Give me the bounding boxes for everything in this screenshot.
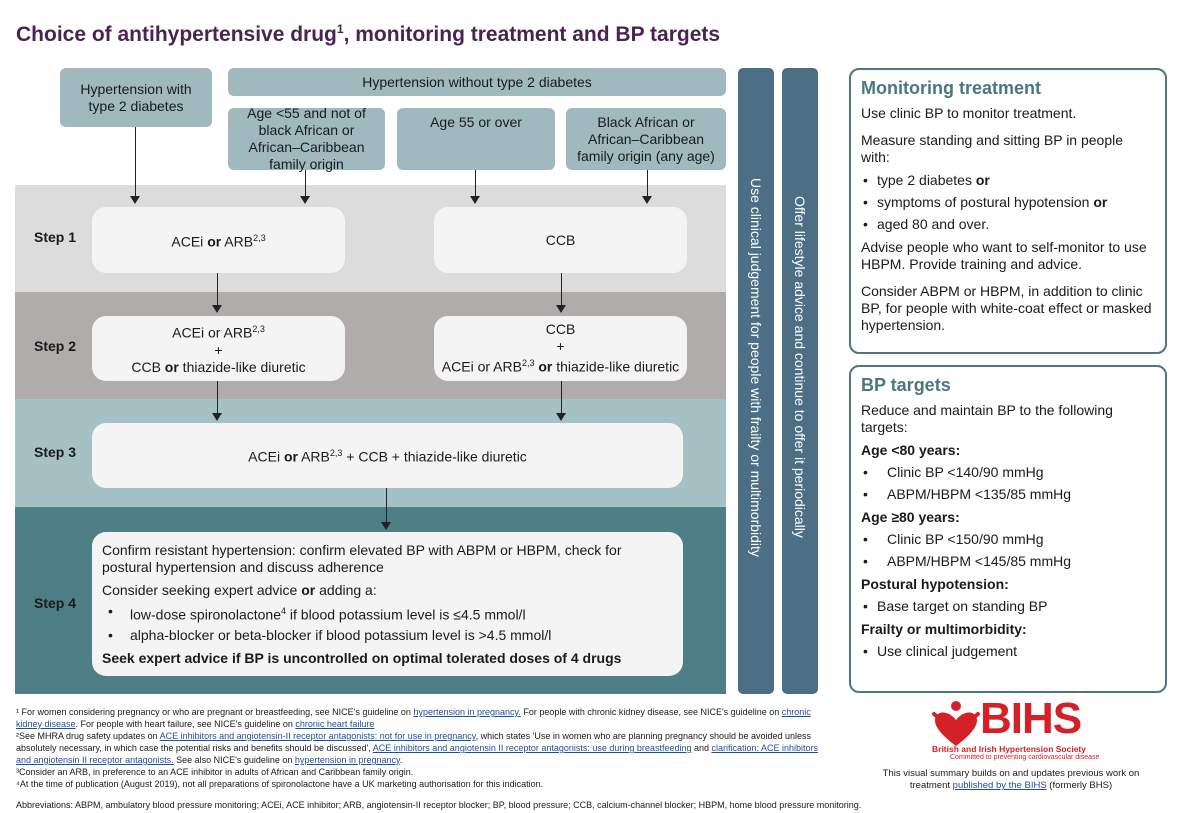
targets-subheading: Frailty or multimorbidity: xyxy=(861,621,1027,637)
list-item: ABPM/HBPM <135/85 mmHg xyxy=(861,486,1155,503)
clinical-judgement-text: Use clinical judgement for people with f… xyxy=(748,178,764,557)
list-item: alpha-blocker or beta-blocker if blood p… xyxy=(102,627,673,644)
arrow-down-icon xyxy=(212,413,222,421)
box-age-under-55: Age <55 and not of black African or Afri… xyxy=(228,105,385,172)
page-title: Choice of antihypertensive drug1, monito… xyxy=(16,22,721,46)
bihs-logo: BIHS British and Irish Hypertension Soci… xyxy=(928,694,1128,761)
connector-line xyxy=(475,170,476,197)
monitoring-text: Use clinic BP to monitor treatment. xyxy=(861,105,1077,121)
bihs-tagline: Committed to preventing cardiovascular d… xyxy=(950,754,1100,761)
box-black-african: Black African or African–Caribbean famil… xyxy=(566,108,726,170)
connector-line xyxy=(135,127,136,197)
footnote-4: ⁴At the time of publication (August 2019… xyxy=(16,779,544,789)
step4-box: Confirm resistant hypertension: confirm … xyxy=(92,532,683,676)
list-item: Clinic BP <140/90 mmHg xyxy=(861,464,1155,481)
arrow-down-icon xyxy=(300,196,310,204)
link-published-by-bihs[interactable]: published by the BIHS xyxy=(952,780,1047,791)
arrow-down-icon xyxy=(212,305,222,313)
footnote-2: ²See MHRA drug safety updates on ACE inh… xyxy=(16,731,819,765)
footnote-1: ¹ For women considering pregnancy or who… xyxy=(16,707,811,729)
footnotes: ¹ For women considering pregnancy or who… xyxy=(16,706,826,790)
step1-label: Step 1 xyxy=(34,229,77,245)
abbreviations: Abbreviations: ABPM, ambulatory blood pr… xyxy=(16,800,862,810)
list-item: low-dose spironolactone4 if blood potass… xyxy=(102,603,673,624)
link-chronic-heart-failure[interactable]: chronic heart failure xyxy=(295,719,375,729)
step1-ccb-box: CCB xyxy=(434,207,687,273)
box-age-55-over: Age 55 or over xyxy=(397,108,555,170)
monitoring-text: Measure standing and sitting BP in peopl… xyxy=(861,132,1124,165)
connector-line xyxy=(647,170,648,197)
list-item: Clinic BP <150/90 mmHg xyxy=(861,531,1155,548)
lifestyle-advice-bar: Offer lifestyle advice and continue to o… xyxy=(782,68,818,694)
bp-targets-panel: BP targets Reduce and maintain BP to the… xyxy=(849,365,1167,693)
targets-subheading: Age <80 years: xyxy=(861,442,961,458)
monitoring-text: Consider ABPM or HBPM, in addition to cl… xyxy=(861,283,1152,333)
link-mhra-clarification[interactable]: clarification: ACE inhibitors and angiot… xyxy=(16,743,819,765)
link-mhra-not-for-pregnancy[interactable]: ACE inhibitors and angiotensin-II recept… xyxy=(159,731,476,741)
box-with-type2-diabetes: Hypertension with type 2 diabetes xyxy=(60,68,212,127)
clinical-judgement-bar: Use clinical judgement for people with f… xyxy=(738,68,774,694)
bihs-logo-text: BIHS xyxy=(980,694,1082,743)
targets-subheading: Postural hypotension: xyxy=(861,576,1009,592)
box-without-type2-diabetes: Hypertension without type 2 diabetes xyxy=(228,68,726,96)
arrow-down-icon xyxy=(556,305,566,313)
step3-label: Step 3 xyxy=(34,444,77,460)
step4-confirm-text: Confirm resistant hypertension: confirm … xyxy=(102,542,622,575)
step4-label: Step 4 xyxy=(34,595,77,611)
footnote-3: ³Consider an ARB, in preference to an AC… xyxy=(16,767,414,777)
arrow-down-icon xyxy=(470,196,480,204)
link-hypertension-in-pregnancy[interactable]: hypertension in pregnancy. xyxy=(413,707,521,717)
list-item: aged 80 and over. xyxy=(861,216,1155,233)
bihs-society-name: British and Irish Hypertension Society xyxy=(932,744,1086,754)
step4-seek-advice: Seek expert advice if BP is uncontrolled… xyxy=(102,649,622,666)
list-item: ABPM/HBPM <145/85 mmHg xyxy=(861,553,1155,570)
list-item: symptoms of postural hypotension or xyxy=(861,194,1155,211)
connector-line xyxy=(561,381,562,414)
step1-acei-arb-box: ACEi or ARB2,3 xyxy=(92,207,345,273)
step2-left-box: ACEi or ARB2,3 + CCB or thiazide-like di… xyxy=(92,316,345,381)
monitoring-treatment-panel: Monitoring treatment Use clinic BP to mo… xyxy=(849,68,1167,354)
arrow-down-icon xyxy=(642,196,652,204)
lifestyle-advice-text: Offer lifestyle advice and continue to o… xyxy=(792,196,808,538)
connector-line xyxy=(305,170,306,197)
list-item: Base target on standing BP xyxy=(861,598,1155,615)
link-hypertension-in-pregnancy-2[interactable]: hypertension in pregnancy xyxy=(294,755,400,765)
monitoring-text: Advise people who want to self-monitor t… xyxy=(861,239,1147,272)
connector-line xyxy=(561,273,562,306)
bihs-note: This visual summary builds on and update… xyxy=(882,768,1140,791)
monitoring-heading: Monitoring treatment xyxy=(861,78,1041,98)
step2-label: Step 2 xyxy=(34,338,77,354)
step3-box: ACEi or ARB2,3 + CCB + thiazide-like diu… xyxy=(92,423,683,488)
list-item: Use clinical judgement xyxy=(861,643,1155,660)
link-chronic-kidney-disease[interactable]: chronic kidney disease xyxy=(16,707,811,729)
arrow-down-icon xyxy=(556,413,566,421)
arrow-down-icon xyxy=(381,522,391,530)
connector-line xyxy=(217,381,218,414)
connector-line xyxy=(217,273,218,306)
bp-targets-heading: BP targets xyxy=(861,375,951,395)
heart-figure-icon xyxy=(932,701,980,746)
step2-right-box: CCB + ACEi or ARB2,3 or thiazide-like di… xyxy=(434,316,687,381)
targets-intro: Reduce and maintain BP to the following … xyxy=(861,402,1113,435)
connector-line xyxy=(386,488,387,523)
link-mhra-breastfeeding[interactable]: ACE inhibitors and angiotensin II recept… xyxy=(372,743,692,753)
list-item: type 2 diabetes or xyxy=(861,172,1155,189)
step4-consider-text: Consider seeking expert advice or adding… xyxy=(102,582,377,598)
targets-subheading: Age ≥80 years: xyxy=(861,509,960,525)
arrow-down-icon xyxy=(130,196,140,204)
